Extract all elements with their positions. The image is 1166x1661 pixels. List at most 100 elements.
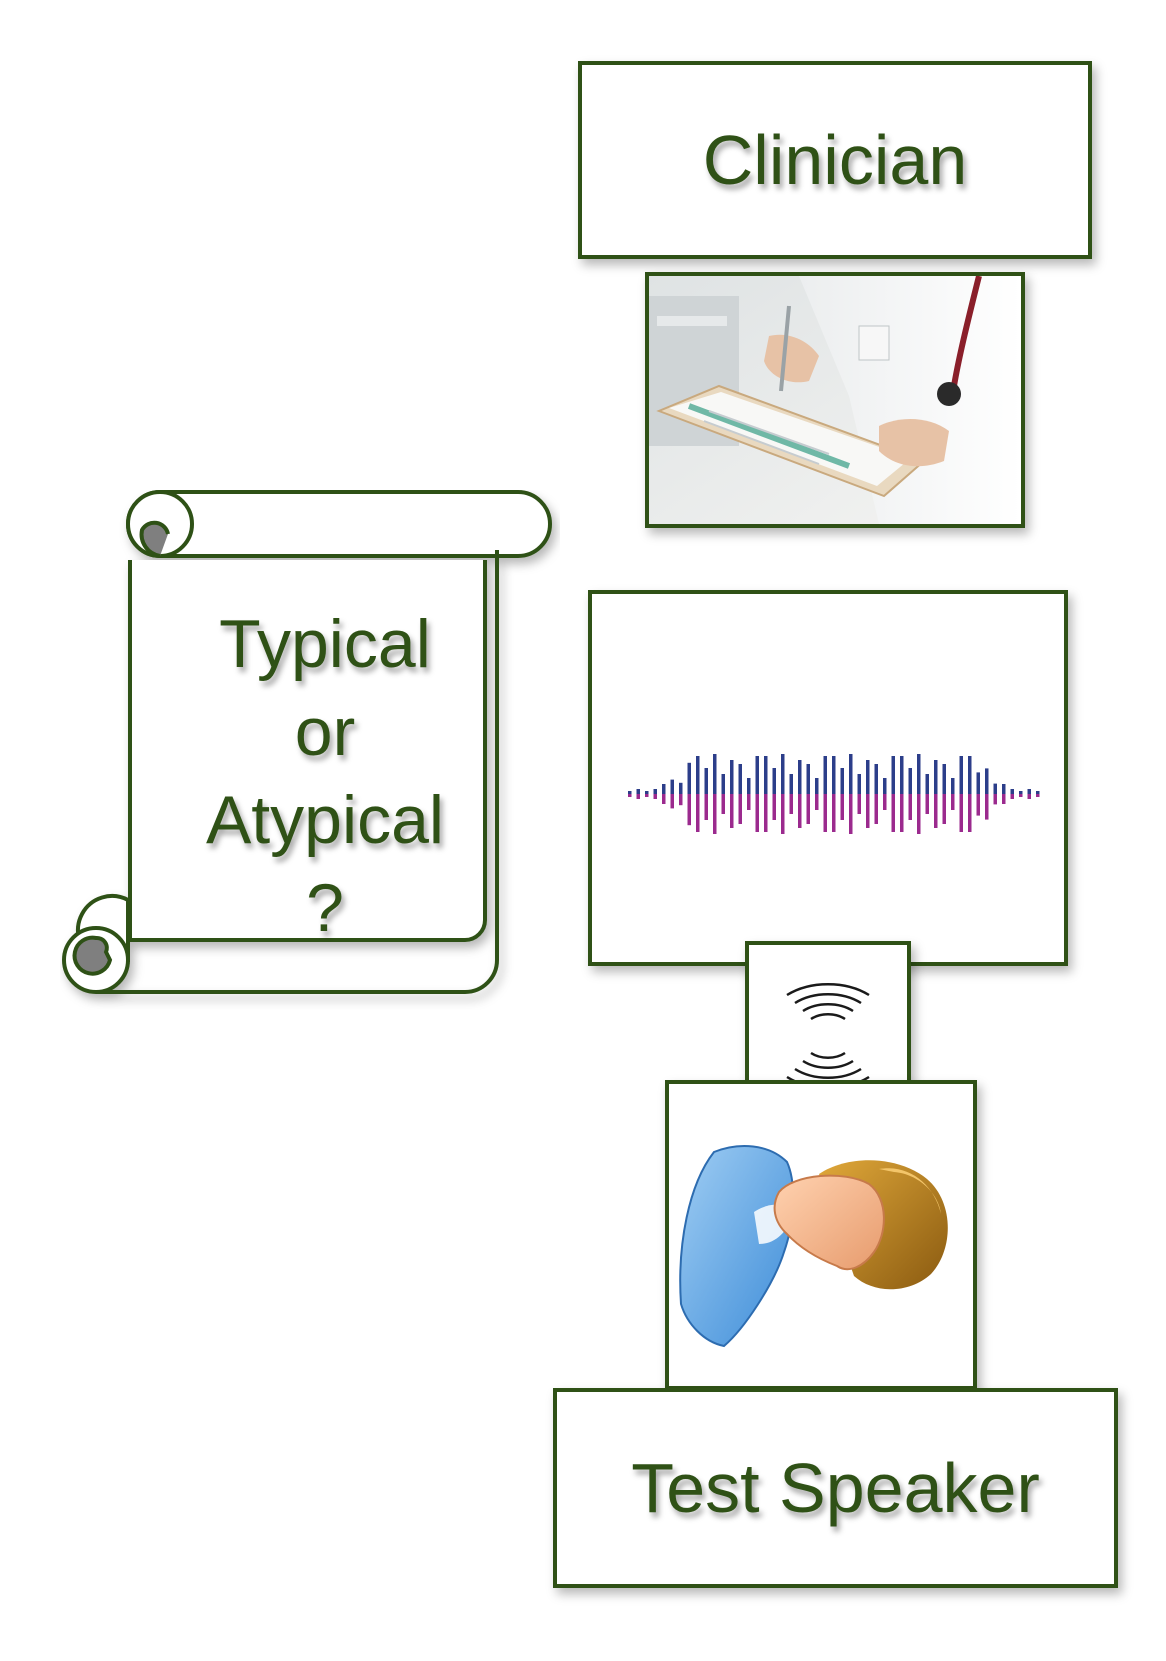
waveform-bar-top	[891, 756, 895, 794]
waveform-bar-top	[874, 764, 878, 794]
waveform-bar-bottom	[951, 794, 955, 810]
waveform-bar-bottom	[883, 794, 887, 810]
waveform-bar-top	[976, 772, 980, 794]
waveform-bar-bottom	[653, 794, 657, 799]
waveform-bar-top	[772, 768, 776, 794]
waveform-bar-top	[730, 760, 734, 794]
waveform-bar-top	[883, 778, 887, 794]
clinician-label-box: Clinician	[578, 61, 1092, 259]
waveform-bar-top	[925, 774, 929, 794]
waveform-bar-bottom	[959, 794, 963, 832]
waveform-bar-top	[1002, 784, 1006, 794]
waveform-bar-top	[628, 791, 632, 794]
clinician-label: Clinician	[702, 121, 968, 199]
waveform-bar-bottom	[857, 794, 861, 814]
waveform-bar-bottom	[670, 794, 674, 809]
waveform-bar-top	[968, 756, 972, 794]
speaking-person-box	[665, 1080, 977, 1390]
waveform-bar-top	[832, 756, 836, 794]
question-line-1: Typical	[219, 606, 431, 682]
waveform-bar-bottom	[934, 794, 938, 828]
waveform-bar-bottom	[925, 794, 929, 814]
waveform-bar-bottom	[900, 794, 904, 832]
waveform-bar-top	[908, 768, 912, 794]
waveform-bar-top	[662, 784, 666, 794]
waveform-bar-top	[815, 778, 819, 794]
waveform-bar-top	[1010, 789, 1014, 794]
waveform-bar-bottom	[866, 794, 870, 828]
speaking-person-icon	[679, 1145, 948, 1348]
clinician-writing-photo-icon	[649, 276, 1021, 524]
test-speaker-label-box: Test Speaker	[553, 1388, 1118, 1588]
waveform-bar-bottom	[1010, 794, 1014, 799]
waveform-bar-bottom	[755, 794, 759, 832]
waveform-bar-bottom	[721, 794, 725, 814]
waveform-bar-bottom	[1036, 794, 1040, 797]
test-speaker-label: Test Speaker	[631, 1449, 1040, 1527]
waveform-bar-bottom	[815, 794, 819, 810]
waveform-bar-top	[934, 760, 938, 794]
waveform-bar-bottom	[891, 794, 895, 832]
waveform-bar-top	[959, 756, 963, 794]
waveform-bar-top	[806, 764, 810, 794]
waveform-bar-top	[755, 756, 759, 794]
waveform-bar-bottom	[1027, 794, 1031, 799]
clinician-photo	[645, 272, 1025, 528]
waveform-bar-top	[679, 782, 683, 794]
waveform-bar-bottom	[764, 794, 768, 832]
waveform-bar-top	[636, 789, 640, 794]
waveform-bar-top	[764, 756, 768, 794]
waveform-bar-top	[1019, 791, 1023, 794]
waveform-bar-bottom	[738, 794, 742, 824]
audio-waveform-icon	[628, 754, 1040, 834]
waveform-bar-top	[866, 760, 870, 794]
waveform-bar-top	[798, 760, 802, 794]
waveform-bar-top	[917, 754, 921, 794]
waveform-bar-top	[713, 754, 717, 794]
waveform-bar-bottom	[908, 794, 912, 820]
waveform-bar-bottom	[636, 794, 640, 799]
waveform-bar-top	[789, 774, 793, 794]
waveform-bar-bottom	[679, 794, 683, 806]
waveform-bar-top	[747, 778, 751, 794]
waveform-bar-top	[781, 754, 785, 794]
question-line-4: ?	[306, 870, 344, 946]
waveform-bar-bottom	[1002, 794, 1006, 804]
waveform-bar-bottom	[696, 794, 700, 832]
waveform-bar-top	[849, 754, 853, 794]
waveform-bar-top	[653, 789, 657, 794]
waveform-bar-bottom	[968, 794, 972, 832]
waveform-bar-bottom	[713, 794, 717, 834]
scroll-icon	[62, 490, 552, 994]
waveform-bar-top	[645, 791, 649, 794]
waveform-bar-top	[823, 756, 827, 794]
waveform-bar-bottom	[849, 794, 853, 834]
waveform-bar-top	[1027, 789, 1031, 794]
waveform-bar-bottom	[789, 794, 793, 814]
waveform-bar-bottom	[1019, 794, 1023, 797]
waveform-bar-top	[738, 764, 742, 794]
waveform-bar-top	[721, 774, 725, 794]
waveform-bar-bottom	[917, 794, 921, 834]
waveform-bar-top	[857, 774, 861, 794]
waveform-bar-bottom	[781, 794, 785, 834]
waveform-bar-bottom	[840, 794, 844, 820]
waveform-bar-top	[696, 756, 700, 794]
waveform-bar-bottom	[993, 794, 997, 805]
waveform-bar-top	[951, 778, 955, 794]
waveform-bar-top	[985, 768, 989, 794]
waveform-bar-bottom	[874, 794, 878, 824]
waveform-bar-top	[687, 762, 691, 794]
waveform-bar-bottom	[832, 794, 836, 832]
waveform-bar-bottom	[687, 794, 691, 826]
waveform-bar-bottom	[806, 794, 810, 824]
waveform-bar-bottom	[985, 794, 989, 820]
waveform-bar-top	[900, 756, 904, 794]
waveform-bar-top	[670, 779, 674, 794]
waveform-bar-bottom	[730, 794, 734, 828]
waveform-bar-bottom	[747, 794, 751, 810]
question-line-2: or	[294, 694, 356, 770]
typical-or-atypical-question: Typical or Atypical ?	[160, 600, 490, 952]
waveform-bar-top	[993, 783, 997, 794]
question-line-3: Atypical	[205, 782, 445, 858]
